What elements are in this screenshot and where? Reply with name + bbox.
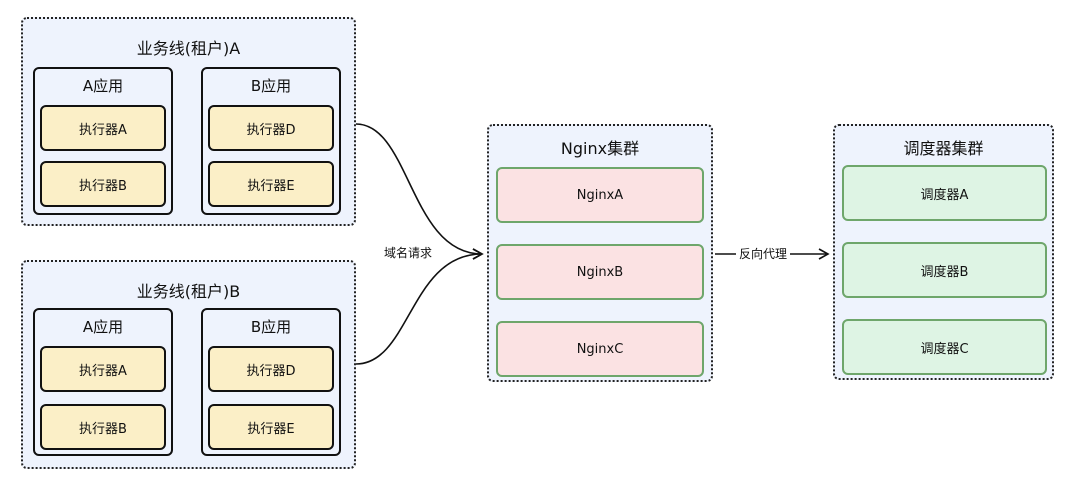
tenant-b-title: 业务线(租户)B xyxy=(136,282,241,301)
tenant-b-app-a: A应用 执行器A 执行器B xyxy=(33,308,173,456)
edge-tenant-a-to-nginx xyxy=(355,123,484,260)
app-title: B应用 xyxy=(250,318,292,336)
nginx-cluster-title: Nginx集群 xyxy=(560,139,640,158)
tenant-a-app-a: A应用 执行器A 执行器B xyxy=(33,67,173,215)
executor-node: 执行器B xyxy=(40,161,166,207)
executor-node: 执行器A xyxy=(40,105,166,151)
scheduler-node: 调度器C xyxy=(842,319,1047,375)
executor-node: 执行器E xyxy=(208,161,334,207)
edge-tenant-b-to-nginx xyxy=(355,248,484,365)
app-title: A应用 xyxy=(82,318,124,336)
tenant-group-b: 业务线(租户)B A应用 执行器A 执行器B B应用 执行器D 执行器E xyxy=(21,260,356,469)
executor-node: 执行器E xyxy=(208,404,334,450)
tenant-a-app-b: B应用 执行器D 执行器E xyxy=(201,67,341,215)
executor-node: 执行器D xyxy=(208,346,334,392)
nginx-node: NginxA xyxy=(496,167,704,223)
scheduler-cluster-group: 调度器集群 调度器A 调度器B 调度器C xyxy=(833,124,1054,380)
app-title: B应用 xyxy=(250,77,292,95)
nginx-cluster-group: Nginx集群 NginxA NginxB NginxC xyxy=(487,124,713,382)
scheduler-node: 调度器B xyxy=(842,242,1047,298)
nginx-node: NginxC xyxy=(496,321,704,377)
executor-node: 执行器D xyxy=(208,105,334,151)
nginx-node: NginxB xyxy=(496,244,704,300)
app-title: A应用 xyxy=(82,77,124,95)
scheduler-cluster-title: 调度器集群 xyxy=(903,139,984,158)
executor-node: 执行器B xyxy=(40,404,166,450)
tenant-group-a: 业务线(租户)A A应用 执行器A 执行器B B应用 执行器D 执行器E xyxy=(21,17,356,226)
domain-request-label: 域名请求 xyxy=(381,245,436,261)
tenant-a-title: 业务线(租户)A xyxy=(136,39,241,58)
reverse-proxy-label: 反向代理 xyxy=(736,246,791,262)
executor-node: 执行器A xyxy=(40,346,166,392)
scheduler-node: 调度器A xyxy=(842,165,1047,221)
tenant-b-app-b: B应用 执行器D 执行器E xyxy=(201,308,341,456)
